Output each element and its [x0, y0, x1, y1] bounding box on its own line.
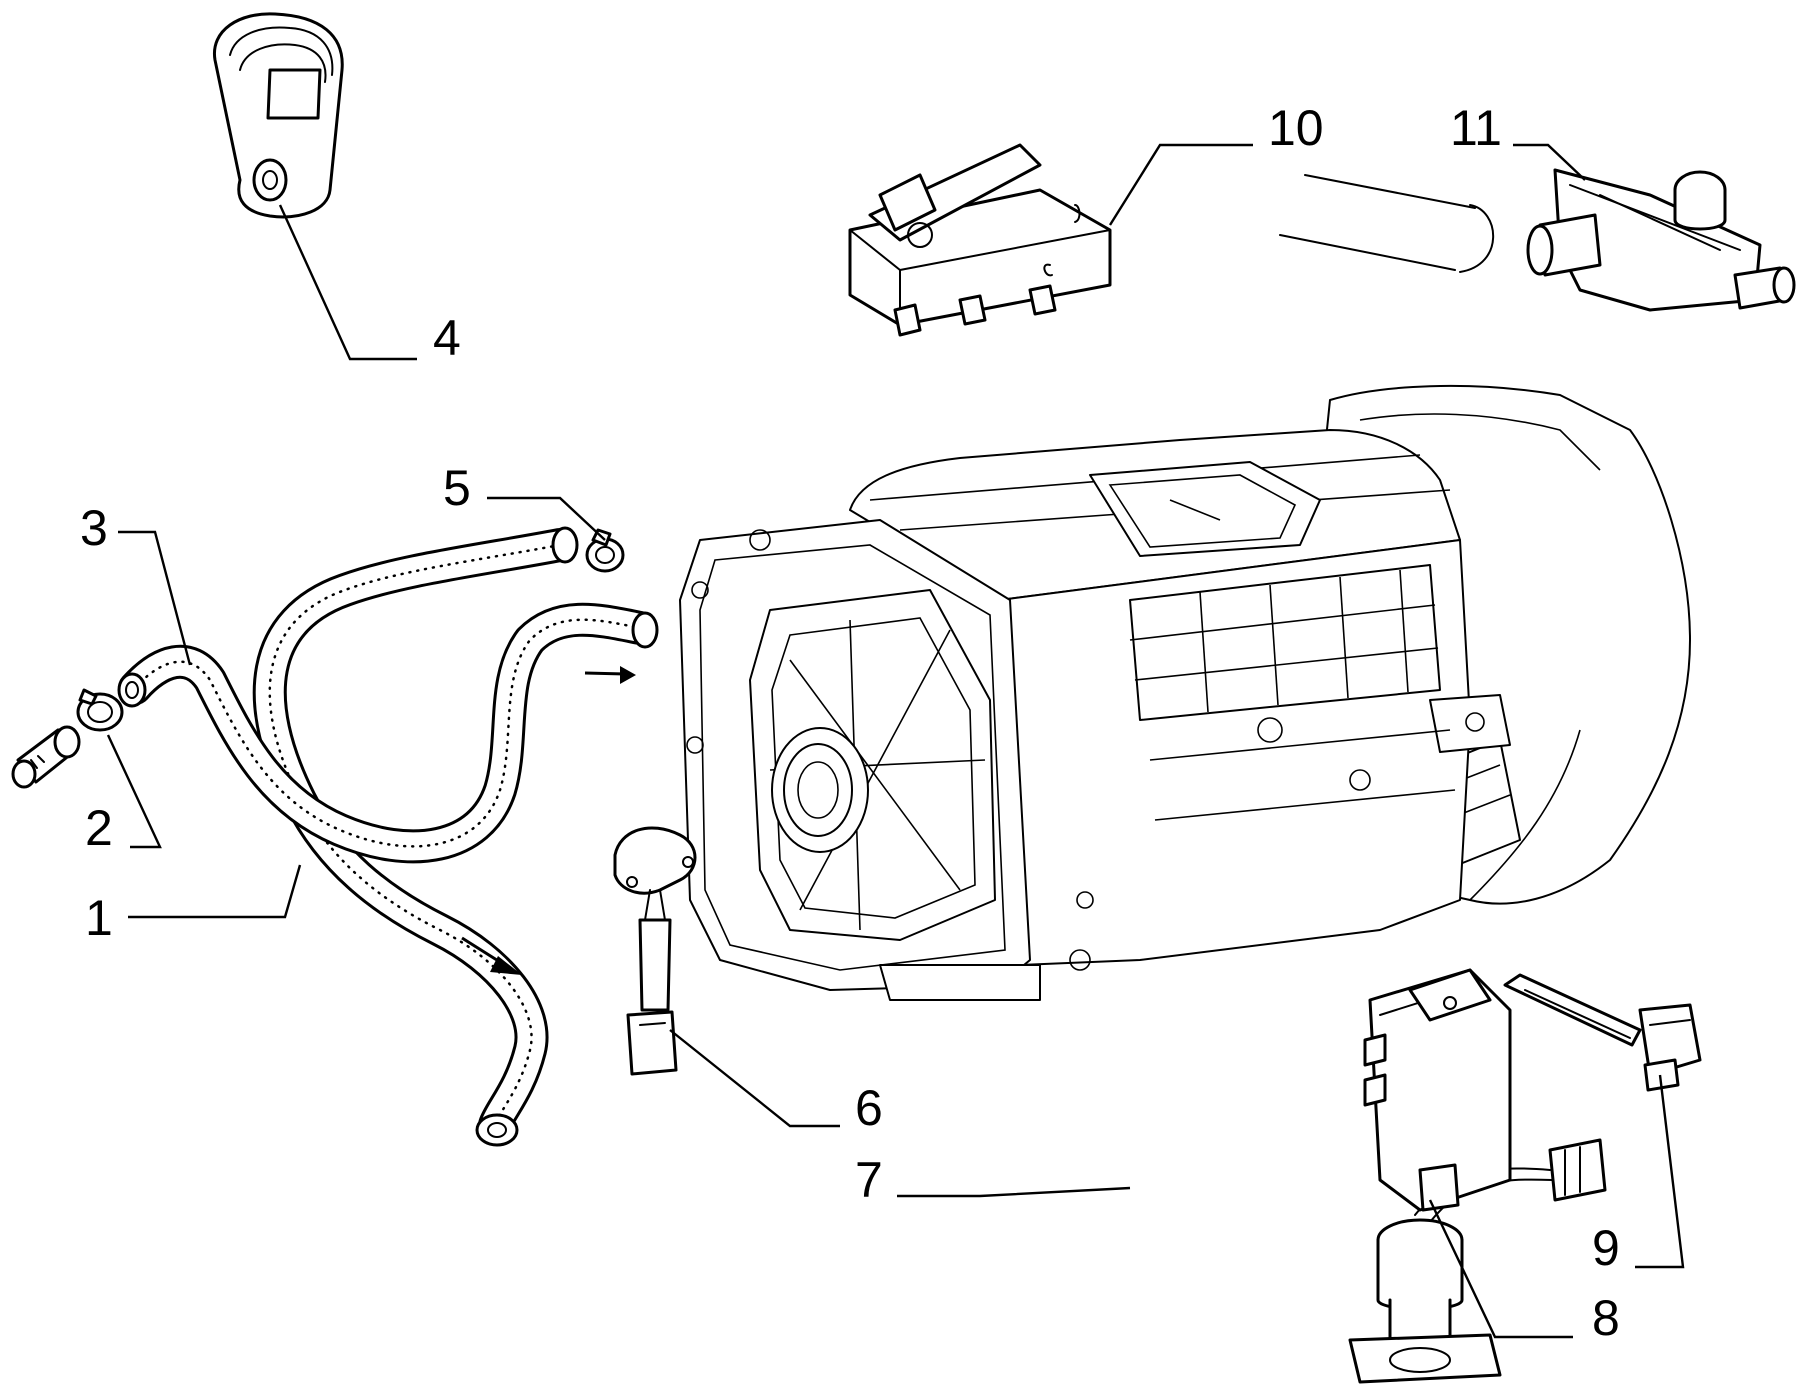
callout-5: 5: [443, 460, 471, 516]
leader-7: [897, 1186, 1131, 1198]
flow-arrow-lower: [461, 936, 522, 975]
hose-3: [117, 602, 659, 864]
hose-clamp-5: [585, 528, 625, 573]
hose-clamp-2: [76, 688, 124, 732]
leader-1: [128, 864, 302, 919]
leader-9: [1635, 1074, 1685, 1269]
callout-7: 7: [855, 1152, 883, 1208]
flow-arrow-upper: [584, 666, 636, 684]
leader-8: [1428, 1199, 1573, 1339]
leader-10: [1108, 143, 1253, 226]
resistor-module-8: [1363, 968, 1512, 1212]
callout-9: 9: [1592, 1220, 1620, 1276]
leader-lines: [106, 143, 1685, 1339]
callout-4: 4: [433, 310, 461, 366]
pipe-fitting: [11, 725, 81, 789]
micro-switch-10: [848, 143, 1112, 337]
callout-6: 6: [855, 1080, 883, 1136]
leader-5: [487, 496, 606, 541]
heater-unit-housing: [679, 384, 1691, 1001]
leader-3: [118, 530, 192, 666]
callout-3: 3: [80, 500, 108, 556]
callout-10: 10: [1268, 100, 1324, 156]
callout-11: 11: [1450, 100, 1502, 156]
leader-6: [669, 1029, 840, 1128]
leader-4: [278, 204, 417, 361]
callout-8: 8: [1592, 1290, 1620, 1346]
callout-labels: 1 2 3 4 5 6 7 8 9 10 11: [80, 100, 1620, 1346]
hose-bracket-4: [212, 12, 344, 219]
leader-11: [1513, 143, 1586, 181]
probe-sensor-9: [1503, 973, 1702, 1092]
callout-1: 1: [85, 890, 113, 946]
valve-11: [1526, 168, 1796, 312]
reference-cylinder: [1279, 174, 1495, 273]
callout-2: 2: [85, 800, 113, 856]
leader-2: [106, 734, 162, 849]
temperature-sensor-6: [613, 826, 697, 1076]
